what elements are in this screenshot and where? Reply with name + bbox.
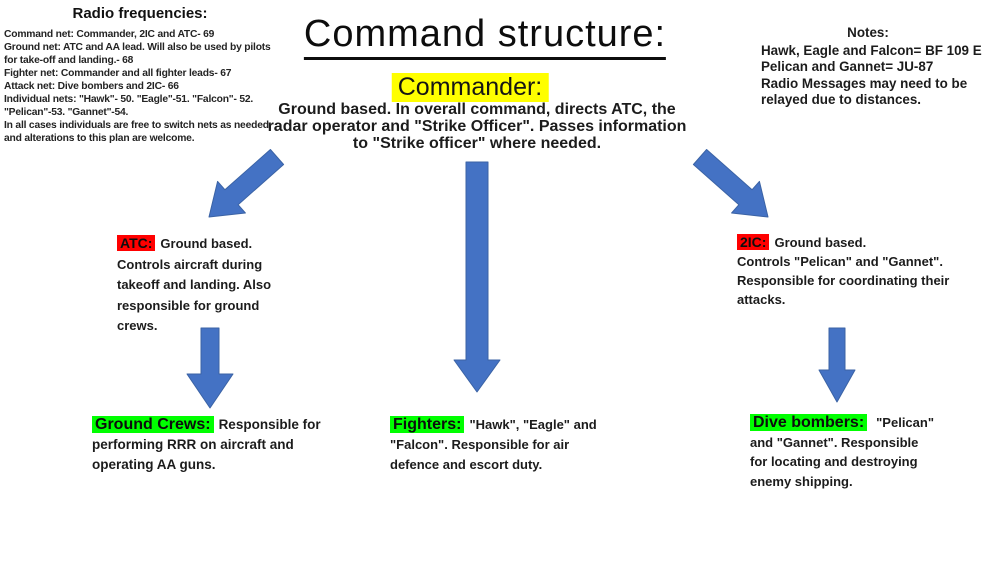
ground-crews-label: Ground Crews: [92,416,214,433]
node-text-line: and "Gannet". Responsible [750,434,919,450]
page-title: Command structure: [303,13,667,60]
fighters-node: Fighters: "Hawk", "Eagle" and "Falcon". R… [390,415,602,475]
commander-description-line: Ground based. In overall command, direct… [278,101,676,118]
commander-description-line: to "Strike officer" where needed. [352,134,602,152]
node-text-line: Controls aircraft during [117,256,263,272]
radio-frequency-line: Fighter net: Commander and all fighter l… [4,68,232,79]
radio-frequency-line: and alterations to this plan are welcome… [4,133,195,144]
dive-bombers-node: Dive bombers: "Pelican" and "Gannet". Res… [750,413,946,491]
node-text: "Hawk", "Eagle" and [469,417,597,432]
node-text-line: crews. [117,318,158,333]
commander-description-line: radar operator and "Strike Officer". Pas… [267,117,687,135]
commander-description: Ground based. In overall command, direct… [267,101,687,152]
ground-crews-node: Ground Crews: Responsible for performing … [92,415,330,475]
radio-frequency-line: Individual nets: "Hawk"- 50. "Eagle"-51.… [4,94,254,105]
radio-frequency-line: In all cases individuals are free to swi… [4,120,272,131]
radio-frequencies-title: Radio frequencies: [72,5,208,22]
node-text: "Pelican" [876,415,934,430]
node-text: Responsible for [218,417,321,432]
node-text-line: operating AA guns. [92,457,216,472]
atc-node: ATC: Ground based. Controls aircraft duri… [117,233,297,337]
node-text-line: attacks. [737,292,786,307]
notes-line: relayed due to distances. [761,92,922,108]
arrow-commander-to-atc [208,149,285,218]
node-text: Ground based. [160,236,253,251]
dive-bombers-label: Dive bombers: [750,414,868,431]
node-text-line: defence and escort duty. [390,457,543,472]
arrow-2ic-to-dive-bombers [818,327,856,403]
node-text-line: "Falcon". Responsible for air [390,437,570,452]
arrow-commander-to-fighters [453,161,501,393]
node-text-line: Fighters: "Hawk", "Eagle" and [390,415,602,435]
arrow-commander-to-2ic [692,149,769,218]
radio-frequency-line: "Pelican"-53. "Gannet"-54. [4,107,129,118]
radio-frequency-line: Command net: Commander, 2IC and ATC- 69 [4,29,215,40]
node-text-line: responsible for ground [117,297,260,313]
atc-label: ATC: [117,235,156,251]
notes-line: Pelican and Gannet= JU-87 [761,59,934,75]
node-text-line: Controls "Pelican" and "Gannet". [737,254,943,269]
node-text-line: Ground Crews: Responsible for [92,415,330,435]
node-text-line: ATC: Ground based. [117,233,297,255]
node-text-line: enemy shipping. [750,473,853,489]
two-ic-node: 2IC: Ground based. Controls "Pelican" and… [737,233,952,309]
node-text: Ground based. [774,235,867,250]
arrow-atc-to-ground-crews [186,327,234,409]
notes-line: Radio Messages may need to be [761,75,968,91]
radio-frequency-line: Ground net: ATC and AA lead. Will also b… [4,42,271,53]
node-text-line: for locating and destroying [750,454,918,469]
radio-frequencies-panel: Radio frequencies: Command net: Commande… [4,5,276,145]
notes-line: Hawk, Eagle and Falcon= BF 109 E [761,42,982,58]
commander-label: Commander: [391,73,549,102]
fighters-label: Fighters: [390,416,465,433]
radio-frequency-line: for take-off and landing.- 68 [4,55,134,66]
node-text-line: takeoff and landing. Also [117,277,272,292]
two-ic-label: 2IC: [737,234,770,250]
node-text-line: Responsible for coordinating their [737,273,950,288]
notes-title: Notes: [847,25,889,40]
node-text-line: performing RRR on aircraft and [92,437,294,452]
notes-panel: Notes: Hawk, Eagle and Falcon= BF 109 E … [761,25,982,109]
node-text-line: 2IC: Ground based. [737,233,952,252]
node-text-line: Dive bombers: "Pelican" [750,413,946,433]
radio-frequency-line: Attack net: Dive bombers and 2IC- 66 [4,81,179,92]
